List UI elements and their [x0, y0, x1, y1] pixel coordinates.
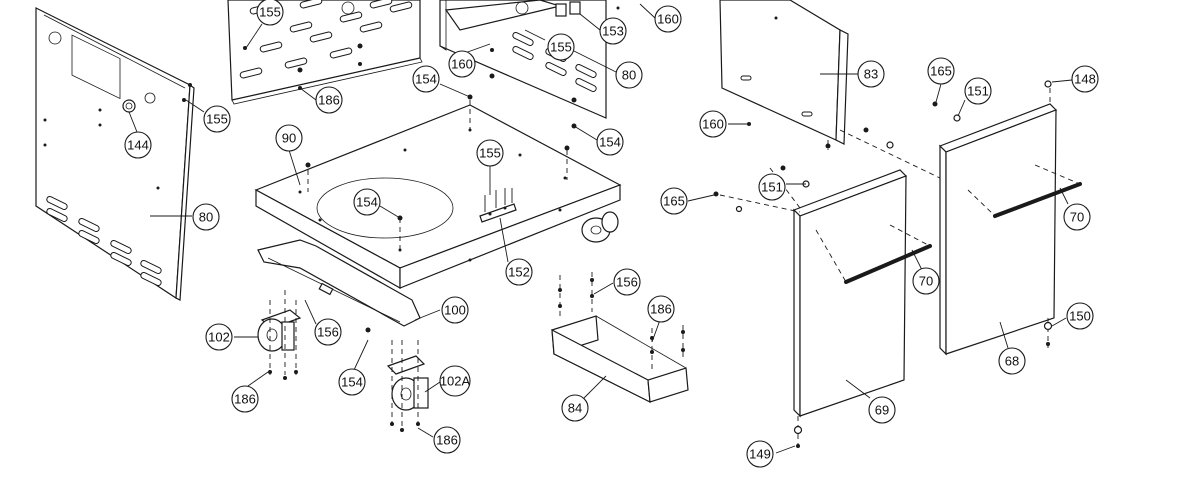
svg-text:155: 155 — [550, 40, 572, 55]
callout-153: 153 — [599, 17, 627, 45]
svg-text:68: 68 — [1005, 354, 1019, 369]
svg-text:144: 144 — [127, 138, 149, 153]
callout-186-d: 186 — [647, 295, 675, 323]
svg-text:186: 186 — [650, 302, 672, 317]
callout-150: 150 — [1066, 302, 1094, 330]
svg-text:160: 160 — [451, 57, 473, 72]
callout-100: 100 — [441, 296, 469, 324]
callout-155-d: 155 — [476, 139, 504, 167]
callout-186-a: 186 — [315, 86, 343, 114]
svg-text:165: 165 — [930, 64, 952, 79]
svg-text:154: 154 — [415, 72, 437, 87]
caster-102a — [386, 340, 429, 430]
svg-text:154: 154 — [599, 135, 621, 150]
callout-155-c: 155 — [203, 105, 231, 133]
svg-text:102A: 102A — [440, 374, 471, 389]
callout-160-b: 160 — [654, 5, 682, 33]
svg-text:102: 102 — [208, 330, 230, 345]
callout-155-a: 155 — [256, 0, 284, 26]
callout-186-c: 186 — [433, 426, 461, 454]
caster-102 — [257, 290, 302, 375]
callout-165-b: 165 — [660, 187, 688, 215]
leader-lines — [128, 3, 1073, 454]
callout-80-a: 80 — [615, 61, 643, 89]
callout-84: 84 — [561, 394, 589, 422]
svg-text:160: 160 — [657, 12, 679, 27]
callout-152: 152 — [505, 258, 533, 286]
svg-text:84: 84 — [568, 401, 582, 416]
svg-text:186: 186 — [234, 392, 256, 407]
door-68 — [938, 103, 1082, 356]
svg-text:165: 165 — [663, 194, 685, 209]
callout-144: 144 — [124, 131, 152, 159]
callout-155-b: 155 — [547, 33, 575, 61]
callout-102: 102 — [205, 323, 233, 351]
callout-102a: 102A — [439, 365, 471, 397]
svg-text:160: 160 — [702, 117, 724, 132]
callout-151-b: 151 — [758, 173, 786, 201]
callout-154-b: 154 — [596, 128, 624, 156]
svg-text:69: 69 — [875, 403, 889, 418]
svg-text:100: 100 — [444, 303, 466, 318]
callout-154-c: 154 — [353, 188, 381, 216]
callout-90: 90 — [275, 124, 303, 152]
callout-70-a: 70 — [1063, 203, 1091, 231]
callout-160-c: 160 — [699, 110, 727, 138]
svg-text:149: 149 — [749, 447, 771, 462]
callouts: 155 186 155 160 153 160 80 154 154 144 1… — [124, 0, 1099, 468]
callout-83: 83 — [857, 60, 885, 88]
callout-80-b: 80 — [192, 203, 220, 231]
fasteners — [182, 46, 1053, 448]
svg-text:156: 156 — [317, 325, 339, 340]
svg-text:80: 80 — [199, 210, 213, 225]
svg-text:154: 154 — [341, 375, 363, 390]
callout-156-b: 156 — [613, 268, 641, 296]
storage-tray-84 — [551, 272, 689, 404]
front-panel-83 — [719, 0, 849, 145]
callout-69: 69 — [868, 396, 896, 424]
hinge-bracket-152 — [479, 188, 517, 223]
svg-text:90: 90 — [282, 131, 296, 146]
svg-text:151: 151 — [967, 84, 989, 99]
base-platform-90 — [254, 104, 622, 290]
back-panel-upper — [227, 0, 423, 105]
callout-156-a: 156 — [314, 318, 342, 346]
callout-165-a: 165 — [927, 57, 955, 85]
callout-149: 149 — [746, 440, 774, 468]
door-69 — [769, 167, 932, 418]
svg-text:150: 150 — [1069, 309, 1091, 324]
svg-text:154: 154 — [356, 195, 378, 210]
svg-text:155: 155 — [259, 5, 281, 20]
svg-text:155: 155 — [206, 112, 228, 127]
svg-text:80: 80 — [622, 68, 636, 83]
svg-text:151: 151 — [761, 180, 783, 195]
svg-text:155: 155 — [479, 146, 501, 161]
svg-text:148: 148 — [1074, 72, 1096, 87]
svg-text:186: 186 — [436, 433, 458, 448]
callout-148: 148 — [1071, 65, 1099, 93]
svg-text:152: 152 — [508, 265, 530, 280]
callout-154-d: 154 — [338, 368, 366, 396]
side-panel-80-left — [35, 7, 195, 301]
svg-text:70: 70 — [919, 274, 933, 289]
svg-text:156: 156 — [616, 275, 638, 290]
callout-186-b: 186 — [231, 385, 259, 413]
callout-70-b: 70 — [912, 267, 940, 295]
svg-text:83: 83 — [864, 67, 878, 82]
callout-151-a: 151 — [964, 77, 992, 105]
callout-160-a: 160 — [448, 50, 476, 78]
svg-text:153: 153 — [602, 24, 624, 39]
svg-text:186: 186 — [318, 93, 340, 108]
svg-text:70: 70 — [1070, 210, 1084, 225]
callout-154-a: 154 — [412, 65, 440, 93]
callout-68: 68 — [998, 347, 1026, 375]
